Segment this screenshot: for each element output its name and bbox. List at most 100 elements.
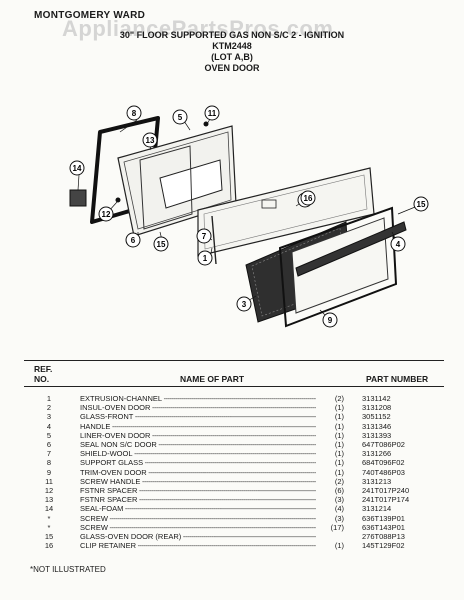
row-ref: 6 bbox=[46, 440, 52, 449]
row-pn: 636T139P01 bbox=[362, 513, 405, 523]
row-ref: 12 bbox=[44, 486, 54, 495]
row-qty: (1) bbox=[334, 449, 344, 459]
row-pn: 3131393 bbox=[362, 430, 392, 440]
row-ref: 9 bbox=[46, 467, 52, 477]
row-ref: * bbox=[47, 522, 51, 532]
svg-text:16: 16 bbox=[304, 194, 313, 203]
row-qty: (2) bbox=[334, 394, 344, 403]
row-pn: 3131208 bbox=[362, 403, 392, 413]
wool-shield-part bbox=[261, 199, 277, 209]
row-name: FSTNR SPACER bbox=[80, 486, 316, 495]
row-pn: 241T017P174 bbox=[362, 495, 410, 505]
row-name: SCREW HANDLE bbox=[80, 477, 316, 486]
row-name: SCREW bbox=[80, 523, 316, 532]
glass-support-part bbox=[139, 145, 193, 230]
seal-foam-part bbox=[69, 189, 87, 207]
svg-text:15: 15 bbox=[417, 200, 426, 209]
no-header: NO. bbox=[34, 374, 50, 384]
row-qty: (1) bbox=[334, 458, 344, 468]
row-name: SEAL-FOAM bbox=[80, 504, 316, 513]
row-qty: (3) bbox=[334, 495, 344, 505]
row-qty: (2) bbox=[334, 476, 344, 486]
table-row: 3 GLASS-FRONT (1) 3051152 bbox=[0, 412, 464, 422]
footnote: *NOT ILLUSTRATED bbox=[30, 565, 106, 574]
row-ref: 13 bbox=[44, 495, 54, 505]
table-row: *SCREW(17)636T143P01 bbox=[0, 523, 464, 533]
row-qty: (17) bbox=[330, 522, 344, 532]
row-ref: 5 bbox=[46, 430, 52, 440]
svg-text:3: 3 bbox=[242, 300, 247, 309]
row-pn: 684T096F02 bbox=[362, 458, 405, 468]
row-qty: (1) bbox=[334, 421, 344, 431]
lot-label: (LOT A,B) bbox=[211, 52, 253, 62]
row-pn: 3131346 bbox=[362, 421, 392, 431]
row-name: SHIELD-WOOL bbox=[80, 449, 316, 458]
svg-text:5: 5 bbox=[178, 113, 183, 122]
svg-text:1: 1 bbox=[203, 254, 208, 263]
row-qty: (1) bbox=[334, 412, 344, 422]
callout-15-rear: 15 bbox=[153, 236, 169, 252]
row-pn: 740T486P03 bbox=[362, 467, 405, 477]
row-pn: 647T086P02 bbox=[362, 440, 405, 449]
ref-header: REF. bbox=[34, 364, 53, 374]
row-pn: 3131266 bbox=[362, 449, 392, 459]
callout-4: 4 bbox=[390, 236, 406, 252]
row-name: SCREW bbox=[80, 514, 316, 523]
table-row: 14 SEAL-FOAM (4) 3131214 bbox=[0, 504, 464, 514]
row-ref: 3 bbox=[46, 412, 52, 422]
svg-text:7: 7 bbox=[202, 232, 207, 241]
watermark: AppliancePartsPros.com bbox=[62, 16, 334, 41]
row-name: INSUL-OVEN DOOR bbox=[80, 403, 316, 412]
row-name: EXTRUSION-CHANNEL bbox=[80, 394, 316, 403]
part-number-header: PART NUMBER bbox=[366, 374, 429, 384]
callout-14: 14 bbox=[69, 160, 85, 176]
table-header-rule bbox=[24, 386, 444, 387]
row-name: LINER-OVEN DOOR bbox=[80, 431, 316, 440]
callout-11: 11 bbox=[204, 105, 220, 121]
callout-6: 6 bbox=[125, 232, 141, 248]
row-ref: 8 bbox=[46, 458, 52, 468]
row-qty: (3) bbox=[334, 513, 344, 523]
row-qty: (4) bbox=[334, 504, 344, 514]
table-row: 8 SUPPORT GLASS (1) 684T096F02 bbox=[0, 458, 464, 468]
callout-15: 15 bbox=[413, 196, 429, 212]
exploded-parts-diagram: 1 2 3 4 5 6 7 8 9 11 12 13 14 15 15 16 bbox=[69, 105, 429, 328]
model-description: 30" FLOOR SUPPORTED GAS NON S/C 2 - IGNI… bbox=[119, 30, 345, 40]
row-pn: 3131214 bbox=[362, 504, 392, 514]
name-header: NAME OF PART bbox=[180, 374, 245, 384]
row-ref: 1 bbox=[46, 394, 52, 403]
model-number: KTM2448 bbox=[212, 41, 252, 51]
svg-text:8: 8 bbox=[132, 109, 137, 118]
callout-13: 13 bbox=[142, 132, 158, 148]
svg-text:9: 9 bbox=[328, 316, 333, 325]
row-qty: (1) bbox=[334, 403, 344, 413]
row-pn: 3051152 bbox=[362, 412, 391, 422]
svg-text:4: 4 bbox=[396, 240, 401, 249]
row-ref: 16 bbox=[44, 541, 54, 551]
callout-9: 9 bbox=[322, 312, 338, 328]
row-name: HANDLE bbox=[80, 422, 316, 431]
callout-12: 12 bbox=[98, 206, 114, 222]
extrusion-channel-part bbox=[211, 215, 217, 265]
door-trim-part bbox=[278, 206, 398, 328]
row-name: SUPPORT GLASS bbox=[80, 458, 316, 467]
svg-text:6: 6 bbox=[131, 236, 136, 245]
callout-16b: 16 bbox=[300, 190, 316, 206]
table-row: 7 SHIELD-WOOL (1) 3131266 bbox=[0, 449, 464, 459]
svg-text:12: 12 bbox=[102, 210, 111, 219]
row-qty: (1) bbox=[334, 430, 344, 440]
callout-1: 1 bbox=[197, 250, 213, 266]
row-name: GLASS-OVEN DOOR (REAR) bbox=[80, 532, 316, 541]
row-ref: 14 bbox=[44, 504, 54, 514]
row-name: TRIM-OVEN DOOR bbox=[80, 468, 316, 477]
row-ref: 7 bbox=[46, 449, 52, 459]
callout-7: 7 bbox=[196, 228, 212, 244]
row-qty: (6) bbox=[334, 486, 344, 495]
row-name: GLASS-FRONT bbox=[80, 412, 316, 421]
svg-text:13: 13 bbox=[146, 136, 155, 145]
